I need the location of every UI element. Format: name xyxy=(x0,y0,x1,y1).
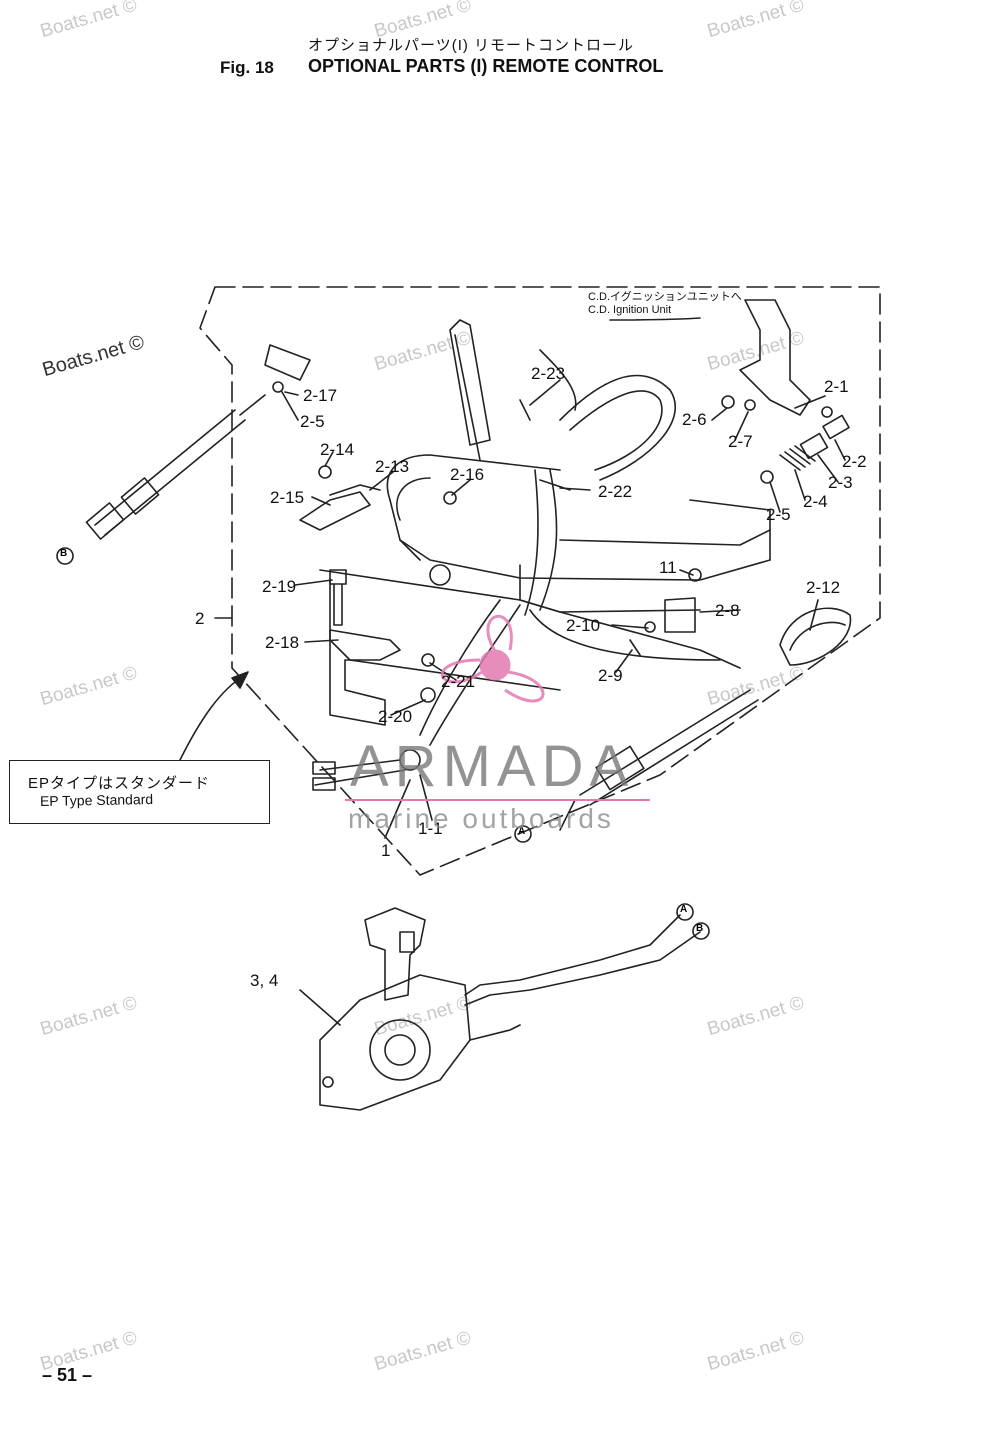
part-label: 2-12 xyxy=(806,578,841,597)
part-label: 2-13 xyxy=(375,457,410,476)
plate-2-15 xyxy=(299,491,371,531)
part-label: 2-2 xyxy=(842,452,867,471)
bolt-2-19 xyxy=(329,569,347,626)
cable-b xyxy=(85,344,311,540)
part-label: 2-20 xyxy=(378,707,413,726)
armada-watermark: ARMADA xyxy=(350,734,635,799)
washer-2-5 xyxy=(760,470,774,484)
part-label: 2-22 xyxy=(598,482,633,501)
marker-b xyxy=(56,547,74,565)
part-label: 2-5 xyxy=(300,412,325,431)
part-label: 2-4 xyxy=(803,492,828,511)
part-label: 2-6 xyxy=(682,410,707,429)
marker-a-label: A xyxy=(680,904,688,915)
nut-2-16 xyxy=(443,491,457,505)
bolt-2-9 xyxy=(629,639,641,656)
part-label: 2-16 xyxy=(450,465,485,484)
part-label: 2-23 xyxy=(531,364,566,383)
connector xyxy=(312,777,336,791)
marker-a-label: A xyxy=(518,826,526,837)
title-japanese: オプショナルパーツ(I) リモートコントロール xyxy=(308,37,635,54)
plate-2-8 xyxy=(664,597,696,633)
part-label: 2-14 xyxy=(320,440,355,459)
marker-a xyxy=(514,825,532,843)
note-english: EP Type Standard xyxy=(39,791,154,809)
part-label: 2-1 xyxy=(824,377,849,396)
figure-number: Fig. 18 xyxy=(220,58,274,77)
cable-a xyxy=(559,689,759,831)
armada-tagline: marine outboards xyxy=(348,803,614,834)
pin-2-1 xyxy=(821,406,833,418)
washer-2-21 xyxy=(421,653,435,667)
part-label: 1 xyxy=(381,841,391,860)
nut-11 xyxy=(688,568,702,582)
cd-unit-en: C.D. Ignition Unit xyxy=(588,304,672,316)
wire-harness xyxy=(419,317,721,746)
part-label: 2-3 xyxy=(828,473,853,492)
collar-2-3 xyxy=(799,432,829,460)
part-label: 2-5 xyxy=(766,505,791,524)
bracket-2-18 xyxy=(329,629,401,726)
part-label: 2-17 xyxy=(303,386,338,405)
note-arrow xyxy=(179,674,246,761)
part-label: 3, 4 xyxy=(250,971,279,990)
note-japanese: EPタイプはスタンダード xyxy=(28,775,211,792)
part-label: 11 xyxy=(659,558,677,577)
cd-unit-jp: C.D.イグニッションユニットへ xyxy=(588,291,742,303)
washer-2-7 xyxy=(744,399,756,411)
armada-logo xyxy=(440,614,545,703)
part-label: 2-18 xyxy=(265,633,300,652)
page-number: – 51 – xyxy=(42,1365,93,1385)
part-label: 1-1 xyxy=(418,819,443,838)
marker-b-label: B xyxy=(696,923,704,934)
part-label: 2-19 xyxy=(262,577,297,596)
part-label: 2-21 xyxy=(441,672,476,691)
connector xyxy=(312,761,336,775)
control-box xyxy=(299,907,701,1111)
assembly-outline xyxy=(199,286,881,876)
note-box xyxy=(9,760,270,824)
switch xyxy=(429,564,451,586)
spring-2-4 xyxy=(779,445,816,471)
pin-2-2 xyxy=(822,414,850,440)
main-bracket xyxy=(319,299,811,691)
marker-b-label: B xyxy=(60,548,68,559)
marker-b xyxy=(692,922,710,940)
marker-a xyxy=(676,903,694,921)
part-label: 2-7 xyxy=(728,432,753,451)
title-english: OPTIONAL PARTS (I) REMOTE CONTROL xyxy=(308,56,664,76)
wire-leads xyxy=(314,759,406,786)
nut-2-6 xyxy=(721,395,735,409)
screw-2-23 xyxy=(519,399,531,421)
part-label: 2 xyxy=(195,609,205,628)
nut-2-20 xyxy=(420,687,436,703)
washer-2-5b xyxy=(272,381,284,393)
part-label: 2-8 xyxy=(715,601,740,620)
part-label: 2-9 xyxy=(598,666,623,685)
bolt-2-14 xyxy=(318,465,332,479)
washer-2-10 xyxy=(644,621,656,633)
guard-2-12 xyxy=(779,607,852,666)
part-label: 2-15 xyxy=(270,488,305,507)
part-label: 2-10 xyxy=(566,616,601,635)
